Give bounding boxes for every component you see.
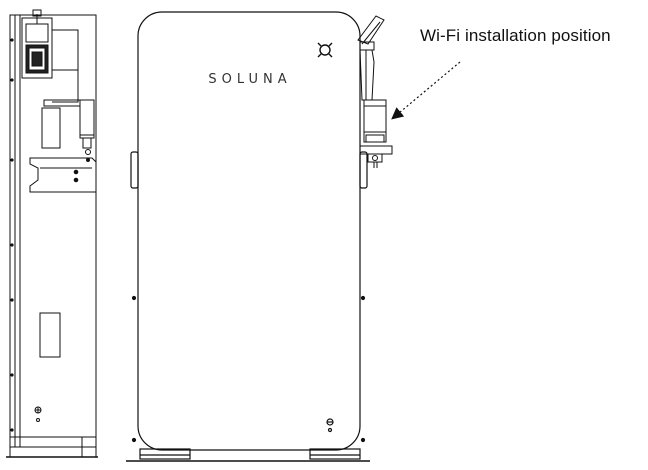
brand-logo: SOLUNA: [208, 72, 292, 87]
wifi-installation-label: Wi-Fi installation position: [420, 26, 611, 45]
wifi-dongle-icon: [357, 15, 393, 168]
cabinet-body: [137, 11, 361, 451]
side-view: [6, 9, 98, 458]
front-view: [126, 11, 370, 462]
inverter-symbol-icon: [317, 42, 333, 58]
dotted-arrow-icon: [391, 61, 461, 120]
